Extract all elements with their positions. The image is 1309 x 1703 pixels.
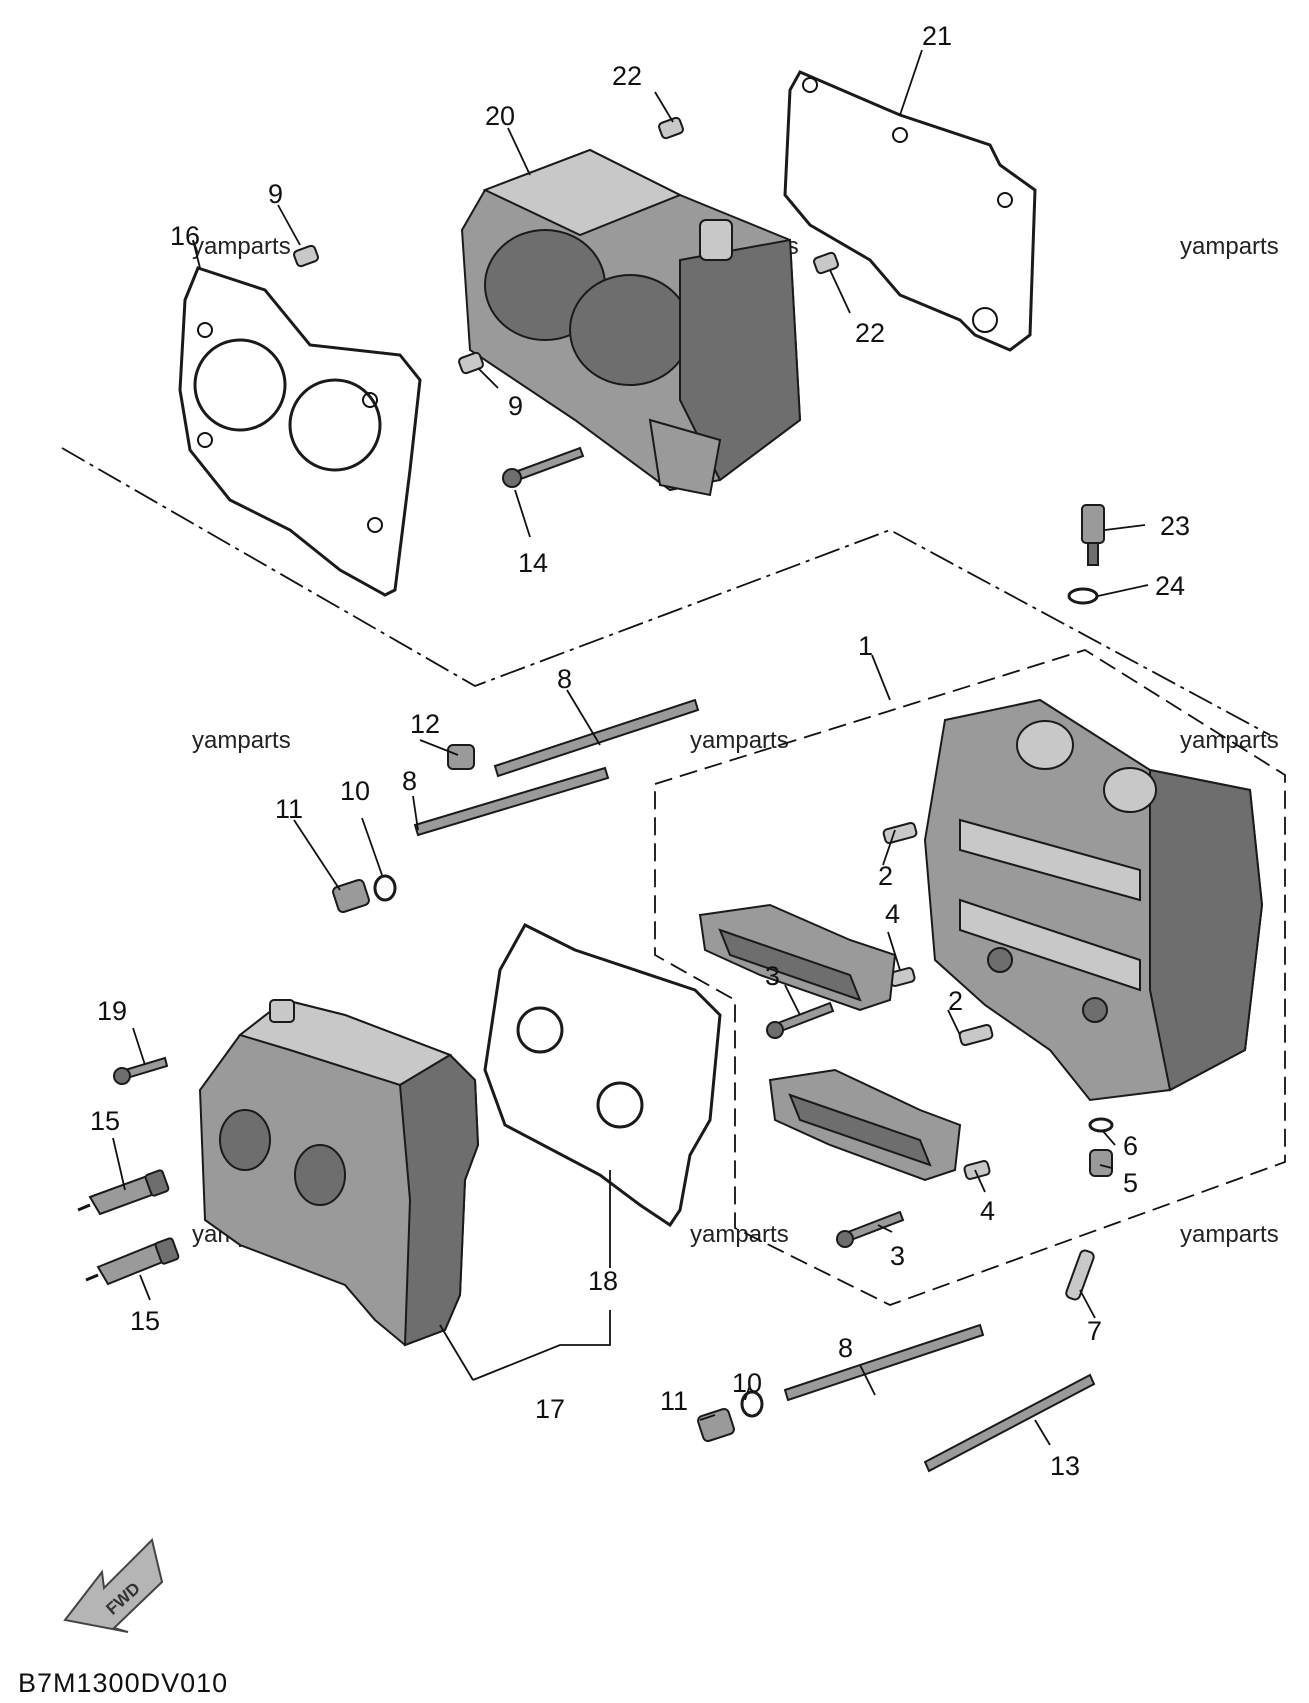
sensor-washer	[1067, 587, 1099, 605]
watermark: yamparts	[1180, 233, 1279, 260]
fwd-arrow-icon	[63, 1538, 164, 1633]
callout-1: 1	[858, 631, 873, 661]
callout-2: 2	[948, 986, 963, 1016]
cylinder-base-gasket	[178, 266, 422, 597]
dowel-pin	[293, 244, 319, 268]
dowel-pin	[958, 1023, 994, 1047]
callout-24: 24	[1155, 571, 1185, 601]
copper-washer	[1088, 1117, 1114, 1133]
callout-4: 4	[885, 899, 900, 929]
callout-2: 2	[878, 861, 893, 891]
callout-16: 16	[170, 221, 200, 251]
spark-plug	[77, 1169, 170, 1216]
callout-14: 14	[518, 548, 548, 578]
dowel-pin	[963, 1160, 991, 1180]
dowel-pin	[458, 351, 484, 375]
callout-12: 12	[410, 709, 440, 739]
plug	[332, 878, 370, 914]
callout-10: 10	[732, 1368, 762, 1398]
callout-8: 8	[402, 766, 417, 796]
gasket-washer	[373, 874, 397, 902]
callout-8: 8	[557, 664, 572, 694]
callout-20: 20	[485, 101, 515, 131]
watermark: yamparts	[192, 727, 291, 754]
forward-direction-arrow: FWD	[63, 1538, 164, 1633]
plug	[447, 744, 475, 770]
callout-22: 22	[855, 318, 885, 348]
callout-3: 3	[890, 1241, 905, 1271]
bolt-head	[836, 1230, 854, 1248]
watermark: yamparts	[192, 233, 291, 260]
small-parts	[77, 116, 1114, 1473]
callout-4: 4	[980, 1196, 995, 1226]
bolt-head	[502, 468, 522, 488]
callout-9: 9	[508, 391, 523, 421]
callout-6: 6	[1123, 1131, 1138, 1161]
watermark: yamparts	[690, 727, 789, 754]
cylinder-group-outline	[61, 447, 1271, 736]
callout-3: 3	[765, 961, 780, 991]
temperature-sensor-tip	[1087, 542, 1099, 566]
bolt-head	[113, 1067, 131, 1085]
cylinder-head-cover	[198, 998, 480, 1347]
pin	[1065, 1249, 1095, 1301]
diagram-code: B7M1300DV010	[18, 1668, 228, 1698]
callout-17: 17	[535, 1394, 565, 1424]
camshaft-caps	[698, 903, 962, 1182]
cylinder-head-gasket	[783, 70, 1037, 352]
callout-8: 8	[838, 1333, 853, 1363]
callout-11: 11	[660, 1386, 688, 1416]
bolt	[513, 446, 585, 482]
cylinder-block	[460, 148, 802, 497]
callout-15: 15	[90, 1106, 120, 1136]
bolt	[846, 1210, 905, 1242]
bolt	[776, 1001, 835, 1033]
dowel-pin	[882, 821, 918, 845]
cylinder-head-group-outline	[654, 649, 1286, 1306]
watermark: yamparts	[1180, 1221, 1279, 1248]
dowel-pin	[813, 251, 839, 275]
callout-7: 7	[1087, 1316, 1102, 1346]
callout-21: 21	[922, 21, 952, 51]
callout-10: 10	[340, 776, 370, 806]
stud-bolt	[413, 766, 610, 837]
callout-numbers: 1 2 2 3 3 4 4 5 6 7 8 8 8 9 9 10 10 11 1…	[90, 21, 1190, 1481]
union-bolt	[1089, 1149, 1113, 1177]
watermark: yamparts	[690, 1221, 789, 1248]
gasket-washer	[740, 1390, 764, 1418]
dowel-pin	[658, 116, 684, 140]
callout-22: 22	[612, 61, 642, 91]
leader-lines	[112, 49, 1149, 1446]
cylinder-head	[923, 698, 1264, 1102]
bolt	[123, 1056, 169, 1080]
bolt-head	[766, 1021, 784, 1039]
stud-bolt	[923, 1373, 1096, 1473]
callout-13: 13	[1050, 1451, 1080, 1481]
temperature-sensor	[1081, 504, 1105, 544]
callout-11: 11	[275, 794, 303, 824]
callout-19: 19	[97, 996, 127, 1026]
head-cover-gasket	[483, 923, 722, 1228]
stud-bolt	[783, 1323, 985, 1402]
watermark: yamparts	[1180, 727, 1279, 754]
callout-9: 9	[268, 179, 283, 209]
callout-18: 18	[588, 1266, 618, 1296]
callout-5: 5	[1123, 1168, 1138, 1198]
callout-23: 23	[1160, 511, 1190, 541]
callout-15: 15	[130, 1306, 160, 1336]
plug	[697, 1407, 735, 1443]
spark-plug	[85, 1237, 180, 1286]
group-outlines	[61, 447, 1286, 1306]
